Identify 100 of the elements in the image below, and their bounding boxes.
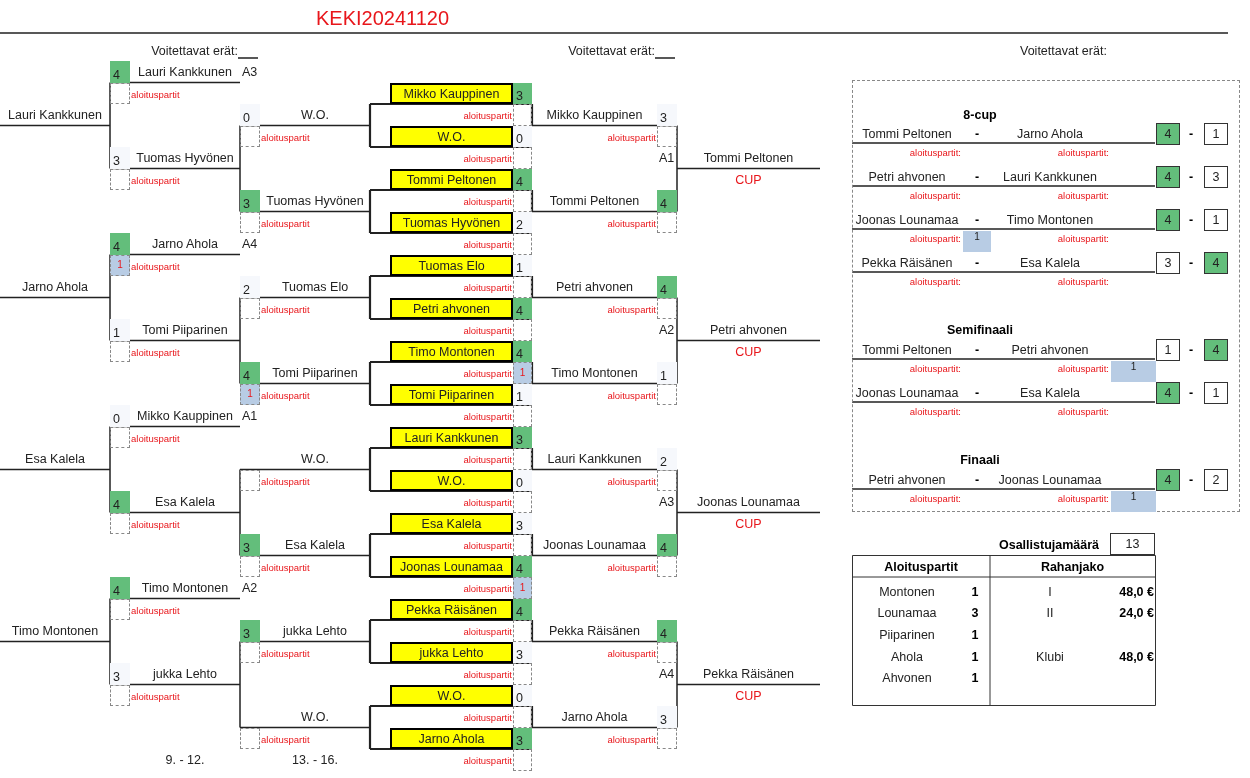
player-box: Tuomas Hyvönen	[390, 211, 513, 233]
opening-games-label: aloituspartit	[607, 303, 656, 315]
fill-in-field	[657, 641, 677, 663]
score-cell: 3	[513, 426, 532, 448]
opening-games-label: aloituspartit	[607, 561, 656, 573]
cup-label: CUP	[735, 516, 762, 531]
score-cell: 4	[657, 534, 677, 556]
round-heading: 8-cup	[963, 108, 997, 122]
placement-range-label: 9. - 12.	[165, 753, 205, 767]
opening-games-label: aloituspartit:	[909, 363, 961, 374]
round-heading: Semifinaali	[947, 323, 1013, 337]
score-box: 1	[1156, 339, 1180, 361]
player-name: W.O.	[301, 452, 329, 466]
fill-in-field: 1	[240, 383, 260, 405]
opening-games-label: aloituspartit	[463, 626, 512, 637]
fill-in-field	[657, 297, 677, 319]
fill-in-field: 1	[1111, 361, 1156, 382]
score-box: 4	[1204, 339, 1228, 361]
separator-dash: -	[1188, 343, 1194, 357]
score-cell: 4	[110, 577, 130, 599]
opening-games-label: aloituspartit	[463, 325, 512, 336]
player-name: jukka Lehto	[153, 667, 217, 681]
fill-in-field	[240, 297, 260, 319]
prize-rank: Klubi	[1036, 650, 1064, 664]
player-name: Tommi Peltonen	[549, 194, 640, 208]
score-cell: 4	[240, 362, 260, 384]
separator-dash: -	[1188, 127, 1194, 141]
opening-games-label: aloituspartit	[463, 153, 512, 164]
score-cell: 4	[110, 491, 130, 513]
score-cell: 3	[657, 706, 677, 728]
score-cell: 0	[110, 405, 130, 427]
opening-games-label: aloituspartit	[607, 131, 656, 143]
results-panel	[852, 80, 1240, 512]
score-cell: 4	[513, 297, 532, 319]
opening-games-label: aloituspartit:	[909, 147, 961, 158]
score-box: 4	[1156, 166, 1180, 188]
player-name: Tuomas Elo	[281, 280, 349, 294]
opening-games-label: aloituspartit	[607, 217, 656, 229]
opening-games-label: aloituspartit	[261, 303, 310, 315]
separator-dash: -	[1188, 256, 1194, 270]
score-cell: 4	[513, 555, 532, 577]
player-name: Mikko Kauppinen	[546, 108, 643, 122]
opening-games-label: aloituspartit	[261, 389, 310, 401]
fill-in-field: 1	[513, 362, 532, 384]
cup-label: CUP	[735, 344, 762, 359]
player-name: Piiparinen	[879, 628, 935, 642]
player-name: Tommi Peltonen	[862, 343, 952, 357]
opening-games-label: aloituspartit	[131, 260, 180, 272]
fill-in-field	[240, 125, 260, 147]
player-name: Lauri Kankkunen	[8, 108, 102, 122]
opening-games-label: aloituspartit	[131, 88, 180, 100]
separator-dash: -	[974, 256, 980, 270]
separator-dash: -	[1188, 473, 1194, 487]
player-name: Joonas Lounamaa	[543, 538, 646, 552]
separator-dash: -	[1188, 386, 1194, 400]
player-name: Joonas Lounamaa	[697, 495, 800, 509]
score-cell: 4	[110, 233, 130, 255]
opening-games-label: aloituspartit:	[1057, 190, 1109, 201]
score-cell: 1	[513, 383, 532, 405]
fill-in-field: 1	[110, 254, 130, 276]
winning-sets-label: Voitettavat erät:	[568, 44, 655, 58]
score-box: 13	[1110, 533, 1155, 555]
opening-games-label: aloituspartit	[463, 755, 512, 766]
fill-in-field	[513, 276, 532, 298]
score-cell: 4	[110, 61, 130, 83]
player-name: Jarno Ahola	[561, 710, 628, 724]
opening-games-label: aloituspartit	[607, 647, 656, 659]
player-box: Tommi Peltonen	[390, 168, 513, 190]
page-title: KEKI20241120	[316, 7, 450, 30]
player-name: Timo Montonen	[551, 366, 638, 380]
player-name: Esa Kalela	[1020, 386, 1080, 400]
fill-in-field: 1	[1111, 491, 1156, 512]
opening-games-label: aloituspartit	[261, 131, 310, 143]
fill-in-field	[110, 168, 130, 190]
count-value: 1	[971, 650, 979, 664]
score-box: 3	[1204, 166, 1228, 188]
separator-dash: -	[974, 170, 980, 184]
player-name: W.O.	[301, 710, 329, 724]
opening-games-label: aloituspartit	[131, 604, 180, 616]
score-box: 3	[1156, 252, 1180, 274]
score-cell: 0	[513, 469, 532, 491]
player-name: Timo Montonen	[11, 624, 99, 638]
player-name: Lauri Kankkunen	[1003, 170, 1097, 184]
score-cell: 1	[657, 362, 677, 384]
group-code: A3	[659, 495, 675, 509]
group-code: A3	[242, 65, 258, 79]
score-cell: 4	[657, 276, 677, 298]
score-cell: 3	[513, 641, 532, 663]
prize-rank: II	[1046, 606, 1054, 620]
opening-games-label: aloituspartit:	[1057, 147, 1109, 158]
fill-in-field	[513, 405, 532, 427]
player-box: Joonas Lounamaa	[390, 555, 513, 577]
opening-games-label: aloituspartit	[463, 368, 512, 379]
opening-games-label: aloituspartit:	[1057, 406, 1109, 417]
player-name: jukka Lehto	[283, 624, 347, 638]
count-value: 1	[971, 585, 979, 599]
group-code: A1	[659, 151, 675, 165]
player-name: W.O.	[301, 108, 329, 122]
opening-games-label: aloituspartit	[463, 583, 512, 594]
fill-in-field	[657, 469, 677, 491]
